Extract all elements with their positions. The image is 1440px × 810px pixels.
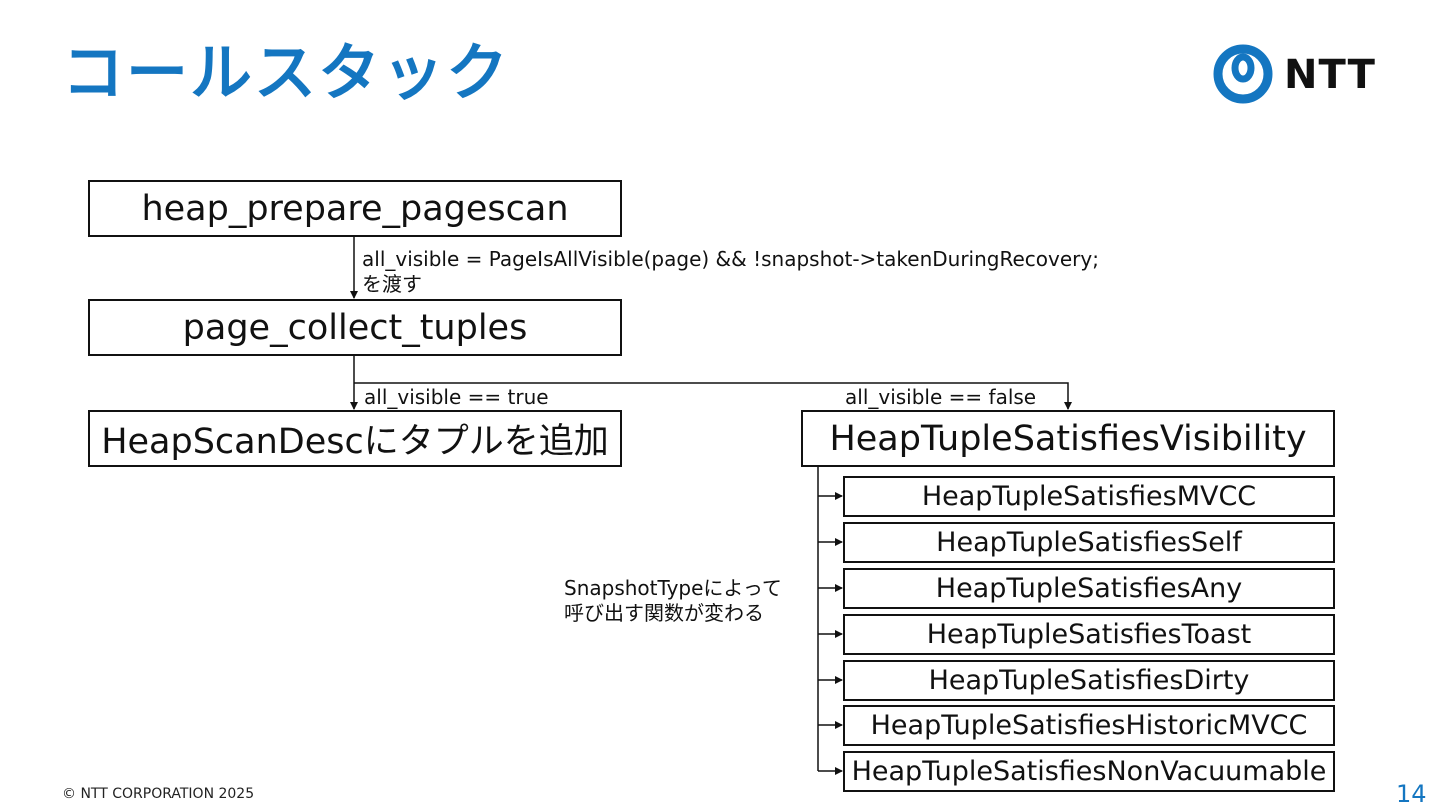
sub-function-box: HeapTupleSatisfiesMVCC: [843, 476, 1335, 517]
sub-function-box: HeapTupleSatisfiesToast: [843, 614, 1335, 655]
snapshot-note-line1: SnapshotTypeによって: [564, 576, 782, 600]
slide-title: コールスタック: [62, 36, 511, 109]
copyright-footer: © NTT CORPORATION 2025: [62, 786, 255, 802]
node-heap-prepare-pagescan: heap_prepare_pagescan: [88, 180, 622, 237]
node-page-collect-tuples: page_collect_tuples: [88, 299, 622, 356]
sub-function-box: HeapTupleSatisfiesHistoricMVCC: [843, 705, 1335, 746]
logo-text: NTT: [1284, 52, 1376, 98]
ntt-logo-icon: [1213, 44, 1273, 104]
sub-function-box: HeapTupleSatisfiesDirty: [843, 660, 1335, 701]
edge-label-pass-line2: を渡す: [362, 272, 422, 296]
sub-function-box: HeapTupleSatisfiesNonVacuumable: [843, 751, 1335, 792]
edge-label-false: all_visible == false: [845, 385, 1037, 409]
edge-collect-visibility: [354, 382, 1072, 410]
page-number: 14: [1396, 780, 1427, 808]
snapshot-note-line2: 呼び出す関数が変わる: [564, 601, 764, 625]
edge-label-true: all_visible == true: [364, 385, 549, 409]
node-heapscandesc-add: HeapScanDescにタプルを追加: [88, 410, 622, 467]
sub-function-box: HeapTupleSatisfiesAny: [843, 568, 1335, 609]
node-heaptuplesatisfiesvisibility: HeapTupleSatisfiesVisibility: [801, 410, 1335, 467]
edge-label-pass-line1: all_visible = PageIsAllVisible(page) && …: [362, 247, 1099, 271]
sub-function-box: HeapTupleSatisfiesSelf: [843, 522, 1335, 563]
